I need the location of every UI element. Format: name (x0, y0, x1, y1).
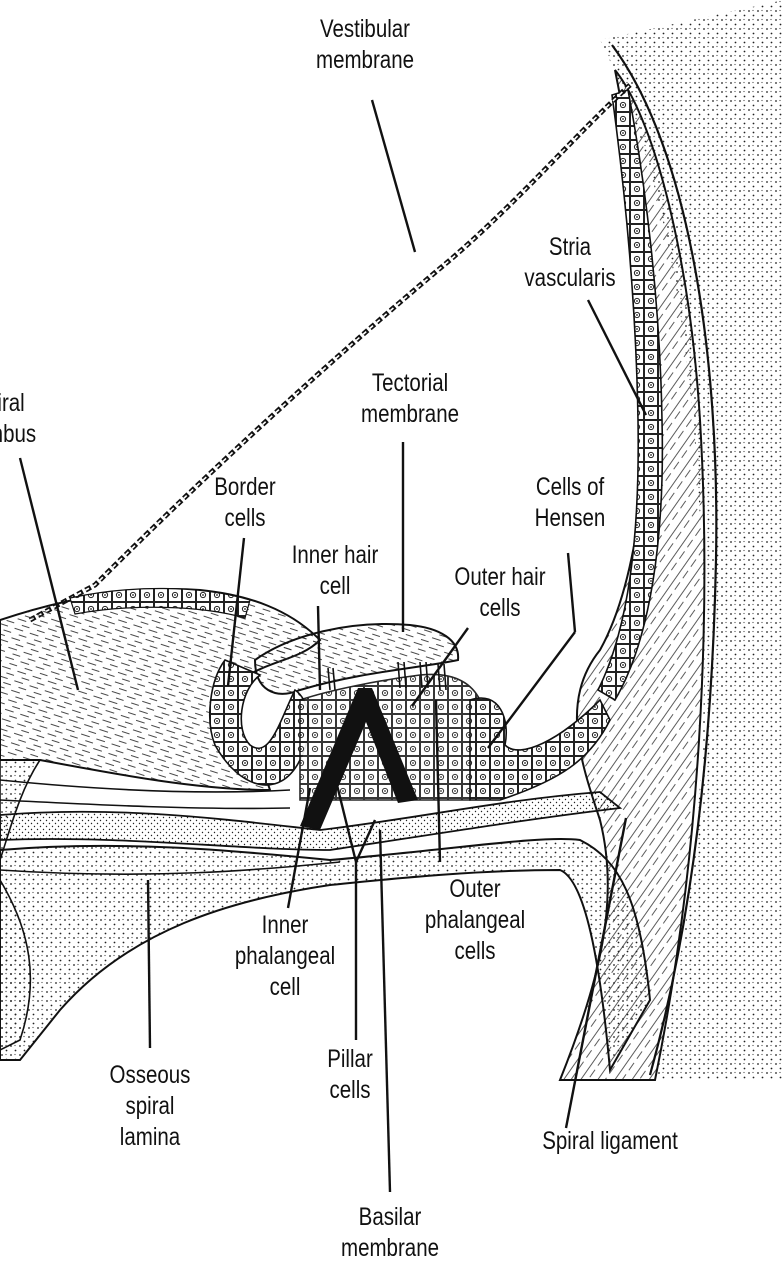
label-spiral-limbus: piral mbus (0, 388, 52, 450)
label-tectorial-membrane: Tectorial membrane (353, 368, 468, 430)
label-spiral-ligament: Spiral ligament (520, 1126, 700, 1157)
label-inner-phalangeal-cell: Inner phalangeal cell (219, 910, 350, 1003)
label-stria-vascularis: Stria vascularis (513, 232, 628, 294)
label-outer-hair-cells: Outer hair cells (443, 562, 558, 624)
label-outer-phalangeal-cells: Outer phalangeal cells (409, 874, 540, 967)
label-border-cells: Border cells (200, 472, 290, 534)
label-inner-hair-cell: Inner hair cell (278, 540, 393, 602)
label-pillar-cells: Pillar cells (309, 1044, 391, 1106)
label-basilar-membrane: Basilar membrane (333, 1202, 448, 1264)
label-vestibular-membrane: Vestibular membrane (304, 14, 427, 76)
label-cells-of-hensen: Cells of Hensen (517, 472, 624, 534)
label-osseous-spiral-lamina: Osseous spiral lamina (101, 1060, 199, 1153)
